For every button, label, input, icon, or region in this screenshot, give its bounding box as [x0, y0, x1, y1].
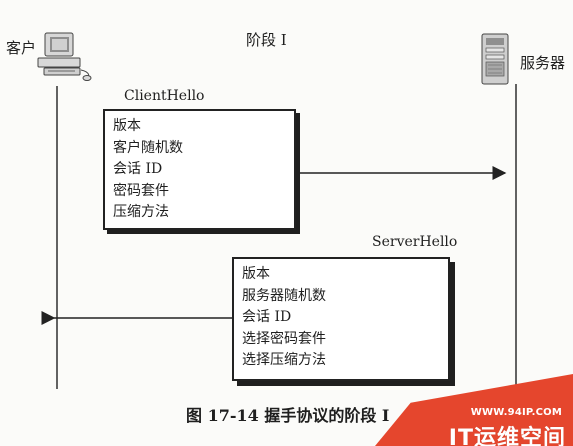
client-label: 客户	[6, 39, 37, 57]
server-hello-box: 版本 服务器随机数 会话 ID 选择密码套件 选择压缩方法	[232, 257, 450, 381]
computer-icon	[37, 32, 92, 81]
client-hello-item: 密码套件	[113, 182, 169, 199]
client-hello-title: ClientHello	[124, 88, 205, 104]
client-hello-item: 版本	[113, 118, 141, 134]
server-hello-item: 选择密码套件	[242, 330, 326, 347]
client-hello-item: 压缩方法	[113, 204, 169, 220]
server-icon	[481, 33, 509, 85]
client-hello-box: 版本 客户随机数 会话 ID 密码套件 压缩方法	[103, 109, 296, 230]
watermark-url: WWW.94IP.COM	[470, 407, 562, 418]
server-label: 服务器	[520, 54, 566, 72]
server-hello-item: 版本	[242, 266, 270, 282]
server-hello-item: 服务器随机数	[242, 287, 326, 304]
server-hello-item: 选择压缩方法	[242, 352, 326, 368]
phase-title: 阶段 I	[246, 31, 287, 49]
client-hello-item: 会话 ID	[113, 161, 163, 177]
server-hello-title: ServerHello	[372, 234, 458, 250]
watermark-name: IT运维空间	[448, 426, 566, 446]
client-hello-item: 客户随机数	[113, 139, 183, 156]
figure-caption: 图 17-14 握手协议的阶段 I	[186, 406, 390, 425]
server-hello-item: 会话 ID	[242, 309, 292, 325]
